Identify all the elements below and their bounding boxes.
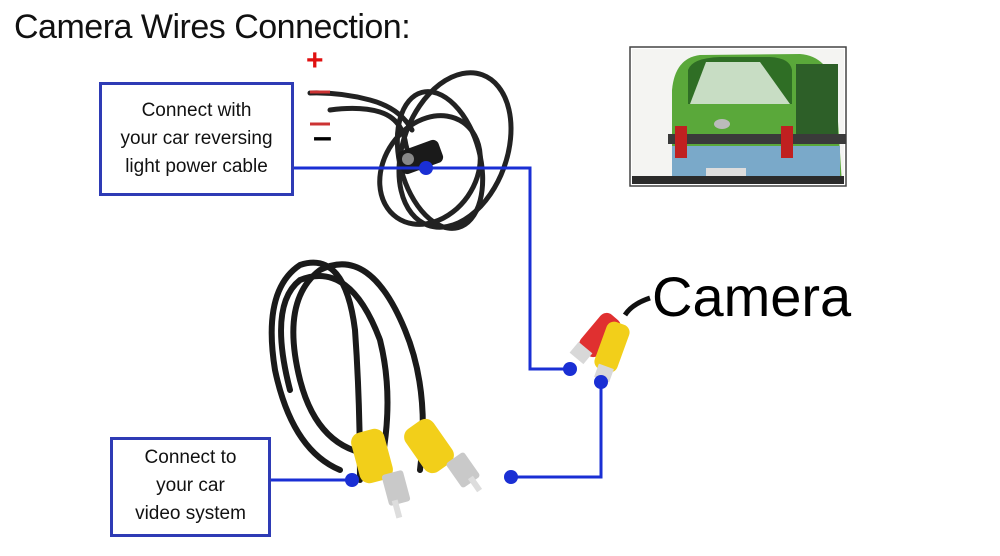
- video-box-line-1: Connect to: [144, 447, 237, 468]
- positive-polarity-sign: +: [306, 44, 324, 77]
- video-box-line-3: video system: [135, 503, 246, 524]
- video-box-line-2: your car: [156, 475, 225, 496]
- connector-dots: [345, 161, 608, 487]
- power-cable-instruction-box: Connect with your car reversing light po…: [99, 82, 294, 196]
- page-title: Camera Wires Connection:: [14, 8, 411, 46]
- video-plug-right-dot: [504, 470, 518, 484]
- camera-video-dot: [594, 375, 608, 389]
- video-system-instruction-box: Connect to your car video system: [110, 437, 271, 537]
- video-cable: [268, 259, 426, 483]
- power-box-line-1: Connect with: [141, 100, 252, 121]
- camera-power-dot: [563, 362, 577, 376]
- rca-plug-left: [351, 428, 411, 519]
- power-box-line-2: your car reversing: [120, 128, 273, 149]
- vehicle-photo: [629, 46, 847, 187]
- bare-wire-ends: [310, 90, 330, 126]
- negative-polarity-sign: –: [313, 118, 332, 156]
- rca-plug-right: [404, 418, 483, 493]
- power-plug-dot: [419, 161, 433, 175]
- power-box-line-3: light power cable: [125, 156, 268, 177]
- power-plug-socket: [402, 153, 414, 165]
- camera-connectors: [569, 295, 651, 383]
- connector-lines: [271, 166, 603, 482]
- video-plug-dot: [345, 473, 359, 487]
- camera-label: Camera: [652, 265, 852, 328]
